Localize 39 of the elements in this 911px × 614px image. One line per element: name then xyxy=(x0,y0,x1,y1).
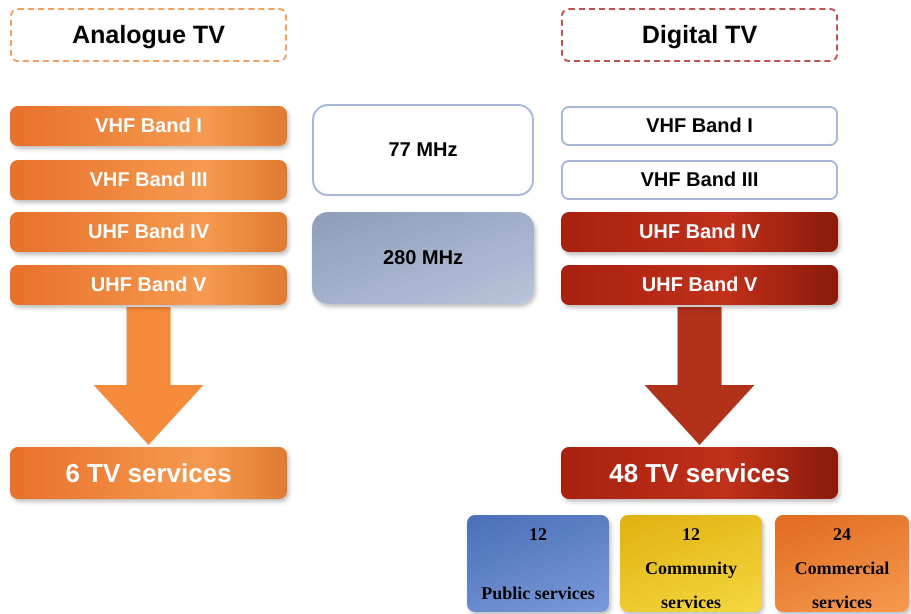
bandwidth-box xyxy=(312,104,534,196)
service-category-box xyxy=(467,515,609,612)
count-label: 12 xyxy=(529,523,547,546)
band-label: UHF Band IV xyxy=(638,220,760,244)
band-box xyxy=(10,265,287,305)
service-label: Public services xyxy=(481,582,595,605)
band-box xyxy=(561,212,838,252)
count-label: 12 xyxy=(682,523,700,546)
services-box xyxy=(561,447,838,499)
service-category-box xyxy=(620,515,762,612)
heading-box xyxy=(10,8,287,62)
services-box xyxy=(10,447,287,499)
band-label: UHF Band IV xyxy=(88,220,210,244)
service-label: Commercial services xyxy=(794,557,890,614)
band-box xyxy=(10,106,287,146)
heading-box xyxy=(561,8,838,62)
band-label: VHF Band I xyxy=(646,114,753,138)
band-box xyxy=(561,106,838,146)
band-label: VHF Band III xyxy=(90,168,208,192)
band-box xyxy=(561,160,838,200)
bandwidth-label: 280 MHz xyxy=(382,246,464,270)
heading-label: Analogue TV xyxy=(72,20,225,50)
band-box xyxy=(561,265,838,305)
band-box xyxy=(10,212,287,252)
band-label: VHF Band III xyxy=(640,168,758,192)
band-box xyxy=(10,160,287,200)
services-label: 48 TV services xyxy=(609,458,790,488)
band-label: UHF Band V xyxy=(642,274,758,296)
band-label: UHF Band V xyxy=(90,274,206,296)
service-category-box xyxy=(775,515,909,612)
bandwidth-label: 77 MHz xyxy=(388,138,458,162)
block-arrow xyxy=(94,307,204,445)
heading-label: Digital TV xyxy=(642,20,758,50)
band-label: VHF Band I xyxy=(95,114,202,138)
bandwidth-box xyxy=(312,212,534,304)
count-label: 24 xyxy=(833,523,851,546)
services-label: 6 TV services xyxy=(65,458,232,488)
block-arrow xyxy=(644,307,754,445)
service-label: Community services xyxy=(644,557,738,614)
